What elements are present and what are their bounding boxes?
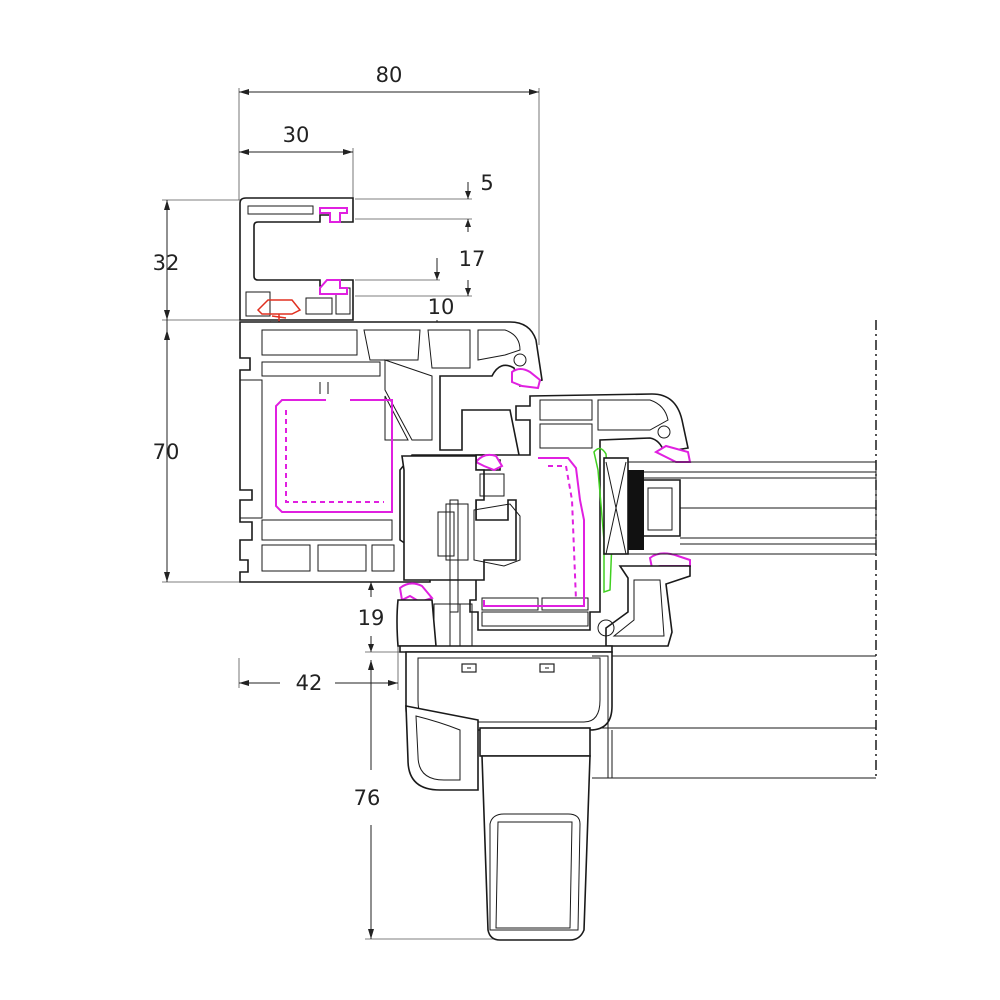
mid-seal <box>319 279 348 295</box>
dim-handle-height: 76 <box>354 786 381 810</box>
window-handle <box>405 651 613 941</box>
dim-gap-mid: 17 <box>459 247 486 271</box>
sash-steel-reinforcement <box>483 457 585 607</box>
lower-cover <box>596 655 876 779</box>
dim-top-width: 30 <box>283 123 310 147</box>
top-addon-profile <box>239 197 354 321</box>
glazing-seal-top <box>653 444 692 463</box>
dim-total-width: 80 <box>376 63 403 87</box>
hardware-insert <box>401 455 521 649</box>
dimension-labels: 80 30 5 17 10 32 70 19 42 76 <box>153 63 494 810</box>
frame-bottom-lip <box>396 599 613 653</box>
sash-seal-inner <box>474 453 504 472</box>
glazing-unit <box>603 457 877 555</box>
dim-handle-offset: 42 <box>296 671 323 695</box>
top-seal <box>319 207 348 223</box>
dim-frame-height: 70 <box>153 440 180 464</box>
glazing-bead <box>597 565 691 647</box>
dim-gap-low: 10 <box>428 295 455 319</box>
frame-steel-reinforcement <box>275 399 393 513</box>
sash-profile <box>398 393 692 631</box>
dim-top-height: 32 <box>153 251 180 275</box>
main-frame-profile <box>239 321 543 583</box>
dimension-lines <box>162 88 540 940</box>
frame-seal-bottom <box>398 582 434 604</box>
dim-sash-offset: 19 <box>358 606 385 630</box>
glazing-gasket <box>593 447 613 594</box>
dim-gap-top: 5 <box>480 171 493 195</box>
frame-seal <box>511 368 542 390</box>
